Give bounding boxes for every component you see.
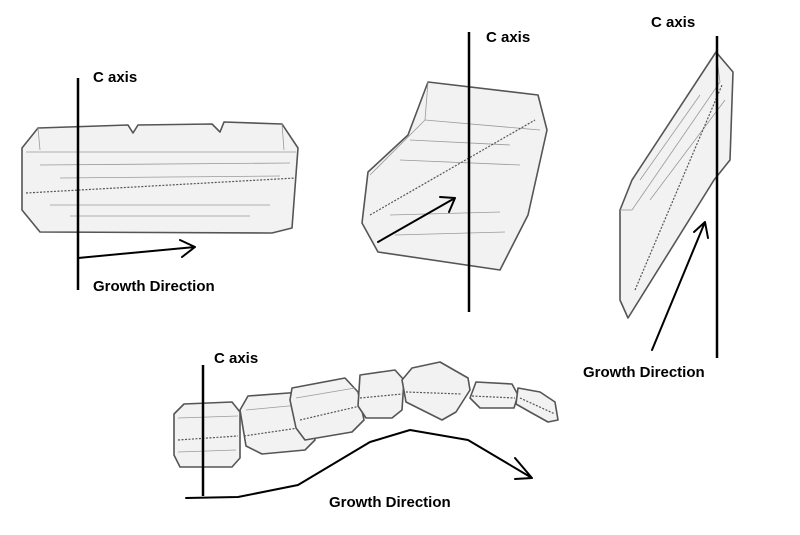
chain-crystal-4 <box>357 369 405 419</box>
growth-direction-label-4: Growth Direction <box>329 494 451 511</box>
c-axis-label-2: C axis <box>486 29 531 46</box>
chain-crystal-6 <box>469 381 519 409</box>
chain-crystal-1 <box>173 401 241 468</box>
crystal-body-2 <box>361 81 548 271</box>
growth-direction-label-1: Growth Direction <box>93 278 215 295</box>
growth-arrow-3 <box>651 221 709 351</box>
growth-arrow-4 <box>185 429 533 499</box>
tilted-crystal <box>361 32 548 312</box>
growth-arrow-1 <box>77 239 196 259</box>
steep-crystal <box>619 36 734 358</box>
c-axis-label-1: C axis <box>93 69 138 86</box>
growth-direction-label-3: Growth Direction <box>583 364 705 381</box>
chain-crystal-7 <box>515 387 559 423</box>
horizontal-crystal <box>21 78 299 290</box>
crystal-chain <box>173 361 559 499</box>
c-axis-label-3: C axis <box>651 14 696 31</box>
chain-crystal-3 <box>289 377 365 441</box>
chain-crystal-5 <box>401 361 471 421</box>
c-axis-label-4: C axis <box>214 350 259 367</box>
crystal-body-3 <box>619 51 734 319</box>
growth-arrow-2 <box>377 196 456 243</box>
